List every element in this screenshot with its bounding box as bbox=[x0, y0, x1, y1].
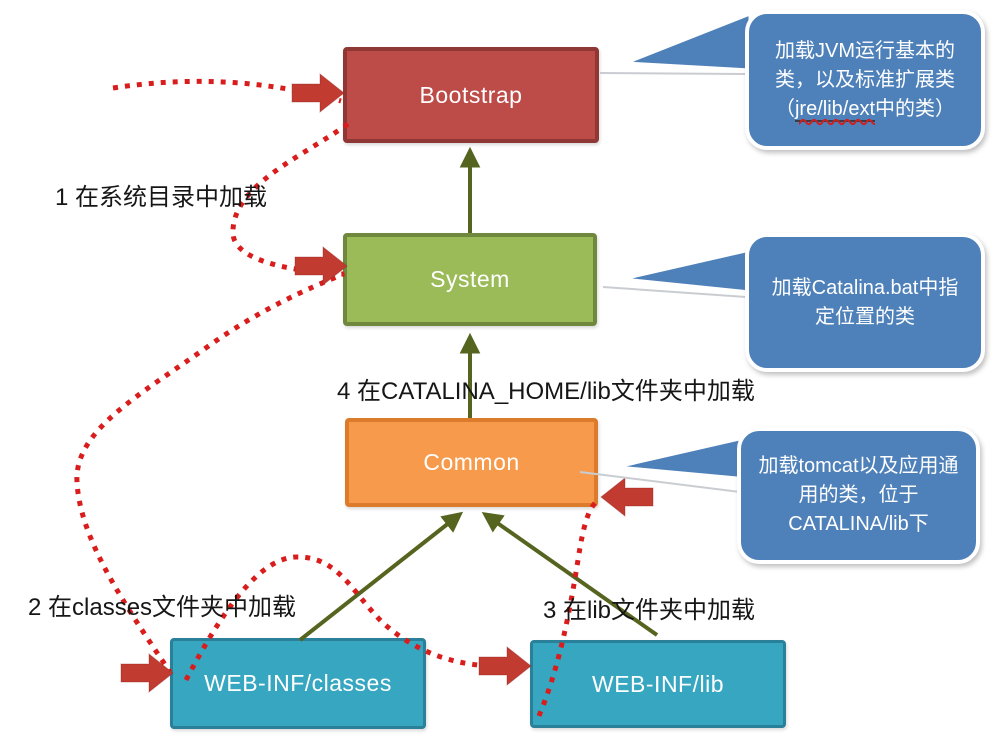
step1-label: 1 在系统目录中加载 bbox=[55, 184, 268, 211]
webinf-classes-box-label: WEB-INF/classes bbox=[204, 670, 392, 696]
webinf-lib-box: WEB-INF/lib bbox=[530, 640, 786, 728]
block-arrow-classes bbox=[120, 652, 174, 694]
callout-catalina-note: 加载Catalina.bat中指定位置的类 bbox=[745, 233, 985, 372]
step4-label: 4 在CATALINA_HOME/lib文件夹中加载 bbox=[337, 378, 755, 405]
callout-jvm-text: 加载JVM运行基本的类，以及标准扩展类（jre/lib/ext中的类） bbox=[765, 37, 965, 124]
system-box-label: System bbox=[430, 266, 510, 292]
system-box: System bbox=[343, 233, 597, 326]
block-arrow-bootstrap bbox=[291, 72, 345, 114]
step2-label: 2 在classes文件夹中加载 bbox=[28, 594, 297, 621]
dotted-segment-lib-common bbox=[536, 499, 599, 717]
arrow-classes-to-common bbox=[298, 511, 464, 642]
load-order-dotted-path bbox=[74, 78, 599, 717]
delegation-arrows bbox=[298, 146, 659, 642]
callout-catalina-text: 加载Catalina.bat中指定位置的类 bbox=[771, 276, 959, 328]
common-box: Common bbox=[345, 418, 598, 507]
red-block-arrows bbox=[120, 72, 654, 694]
arrow-lib-to-common bbox=[481, 512, 659, 637]
callout-tails bbox=[579, 12, 752, 493]
webinf-lib-box-label: WEB-INF/lib bbox=[592, 670, 724, 697]
block-arrow-lib bbox=[478, 645, 532, 687]
dotted-segment-system-classes bbox=[74, 121, 350, 674]
callout-common-connector-line bbox=[579, 471, 741, 493]
callout-jvm-text-before: 加载JVM运行基本的类，以及标准扩展类（ bbox=[774, 39, 955, 120]
bootstrap-box-label: Bootstrap bbox=[419, 81, 523, 108]
webinf-classes-box: WEB-INF/classes bbox=[170, 638, 426, 729]
callout-jvm-note: 加载JVM运行基本的类，以及标准扩展类（jre/lib/ext中的类） bbox=[745, 10, 985, 150]
callout-jvm-text-after: 中的类） bbox=[875, 97, 956, 120]
block-arrow-system bbox=[294, 245, 348, 287]
bootstrap-box: Bootstrap bbox=[343, 47, 599, 143]
callout-common-text: 加载tomcat以及应用通用的类，位于CATALINA/lib下 bbox=[758, 455, 959, 535]
callout-jvm-connector-line bbox=[599, 72, 746, 75]
callout-catalina-connector-line bbox=[602, 286, 747, 298]
callout-common-note: 加载tomcat以及应用通用的类，位于CATALINA/lib下 bbox=[737, 427, 980, 564]
callout-jvm-text-underlined: jre/lib/ext bbox=[794, 97, 876, 122]
step3-label: 3 在lib文件夹中加载 bbox=[543, 597, 756, 624]
callout-catalina-tail bbox=[621, 248, 752, 294]
common-box-label: Common bbox=[423, 449, 520, 475]
callout-jvm-tail bbox=[624, 12, 752, 72]
callout-common-tail bbox=[615, 435, 750, 481]
block-arrow-common bbox=[600, 476, 654, 518]
